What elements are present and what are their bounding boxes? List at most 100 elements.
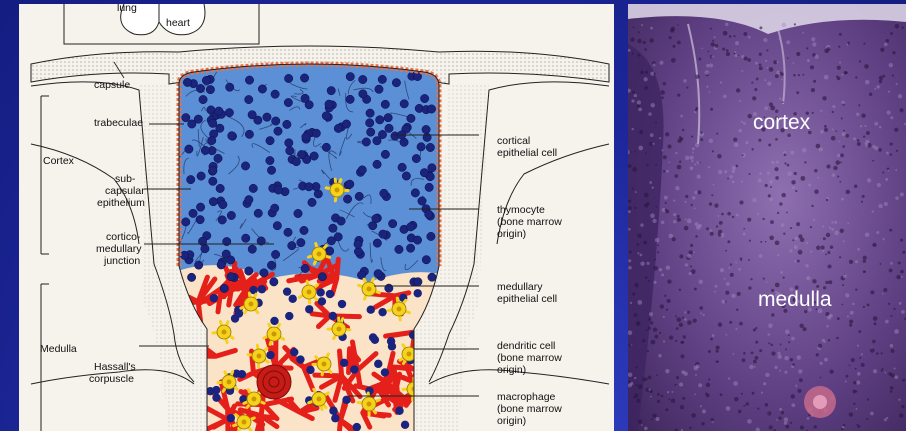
stain-speckle <box>820 377 822 379</box>
thymocyte <box>209 197 217 205</box>
stain-speckle <box>751 148 753 150</box>
stain-speckle <box>677 165 682 170</box>
hassall-label-2: corpuscle <box>89 373 134 385</box>
stain-speckle <box>884 202 888 206</box>
stain-speckle <box>790 422 792 424</box>
stain-speckle <box>674 174 678 178</box>
thymocyte <box>326 290 334 298</box>
thymocyte <box>258 85 266 93</box>
thymocyte <box>385 284 393 292</box>
thymocyte <box>355 192 363 200</box>
stain-speckle <box>676 376 679 379</box>
stain-speckle <box>782 101 784 103</box>
stain-speckle <box>794 23 796 25</box>
stain-speckle <box>785 348 787 350</box>
stain-speckle <box>819 362 822 365</box>
stain-speckle <box>663 170 665 172</box>
stain-speckle <box>743 56 747 60</box>
stain-speckle <box>710 229 713 232</box>
stain-speckle <box>675 340 677 342</box>
stain-speckle <box>886 417 888 419</box>
thymocyte <box>395 407 403 415</box>
stain-speckle <box>861 363 865 367</box>
stain-speckle <box>837 66 841 70</box>
stain-speckle <box>769 425 773 429</box>
macrophage-label-2: (bone marrow <box>497 403 562 415</box>
stain-speckle <box>679 289 681 291</box>
thymocyte <box>346 180 354 188</box>
stain-speckle <box>647 350 649 352</box>
stain-speckle <box>826 325 828 327</box>
thymocyte <box>216 184 224 192</box>
stain-speckle <box>653 63 656 66</box>
stain-speckle <box>736 214 739 217</box>
stain-speckle <box>832 105 835 108</box>
stain-speckle <box>858 330 861 333</box>
stain-speckle <box>759 349 762 352</box>
stain-speckle <box>645 152 647 154</box>
stain-speckle <box>702 314 704 316</box>
stain-speckle <box>637 39 642 44</box>
stain-speckle <box>727 240 730 243</box>
stain-speckle <box>770 220 774 224</box>
thymus-schematic-panel: lung heart <box>19 4 614 431</box>
stain-speckle <box>794 260 796 262</box>
stain-speckle <box>878 148 882 152</box>
thymocyte <box>270 317 278 325</box>
stain-speckle <box>743 352 746 355</box>
thymocyte <box>414 289 422 297</box>
stain-speckle <box>889 229 892 232</box>
stain-speckle <box>901 310 905 314</box>
stain-speckle <box>691 136 693 138</box>
thymocyte <box>196 215 204 223</box>
stain-speckle <box>632 167 637 172</box>
stain-speckle <box>896 83 898 85</box>
stain-speckle <box>644 48 647 51</box>
thymocyte <box>354 247 362 255</box>
thymocyte <box>297 150 305 158</box>
thymocyte <box>210 294 218 302</box>
stain-speckle <box>679 323 683 327</box>
stain-speckle <box>710 418 714 422</box>
stain-speckle <box>863 306 865 308</box>
stain-speckle <box>866 418 868 420</box>
thymocyte <box>331 414 339 422</box>
thymocyte <box>284 74 292 82</box>
stain-speckle <box>765 241 767 243</box>
stain-speckle <box>666 309 668 311</box>
thymocyte <box>241 162 249 170</box>
thymocyte <box>373 137 381 145</box>
stain-speckle <box>798 369 802 373</box>
stain-speckle <box>741 180 743 182</box>
stain-speckle <box>764 106 768 110</box>
stain-speckle <box>863 43 865 45</box>
stain-speckle <box>755 341 758 344</box>
stain-speckle <box>867 398 869 400</box>
stain-speckle <box>758 179 762 183</box>
stain-speckle <box>873 369 877 373</box>
stain-speckle <box>791 365 794 368</box>
stain-speckle <box>861 113 865 117</box>
stain-speckle <box>755 356 759 360</box>
stain-speckle <box>660 90 665 95</box>
stain-speckle <box>655 122 657 124</box>
stain-speckle <box>861 201 863 203</box>
stain-speckle <box>649 388 651 390</box>
macrophage-label-3: origin) <box>497 415 526 427</box>
stain-speckle <box>675 186 679 190</box>
stain-speckle <box>747 58 751 62</box>
stain-speckle <box>698 383 702 387</box>
stain-speckle <box>716 350 719 353</box>
stain-speckle <box>634 377 636 379</box>
stain-speckle <box>826 233 830 237</box>
stain-speckle <box>776 161 779 164</box>
thymocyte <box>245 76 253 84</box>
stain-speckle <box>870 412 874 416</box>
thymocyte <box>266 156 274 164</box>
stain-speckle <box>845 293 849 297</box>
stain-speckle <box>738 129 742 133</box>
stain-speckle <box>666 170 669 173</box>
stain-speckle <box>879 263 881 265</box>
stain-speckle <box>717 361 719 363</box>
stain-speckle <box>689 272 692 275</box>
